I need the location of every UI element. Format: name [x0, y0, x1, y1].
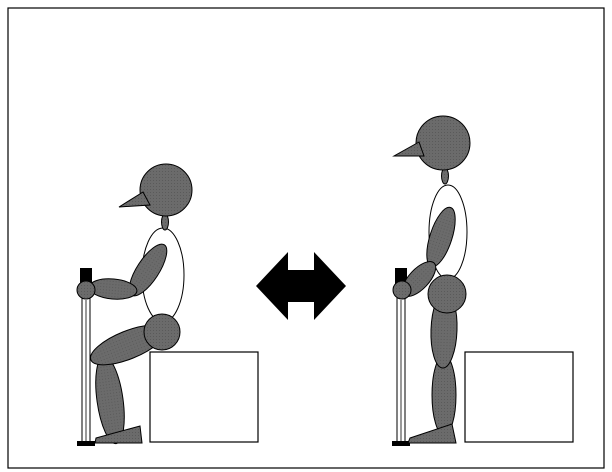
- seat-box: [150, 352, 258, 442]
- seat-box-right: [465, 352, 573, 442]
